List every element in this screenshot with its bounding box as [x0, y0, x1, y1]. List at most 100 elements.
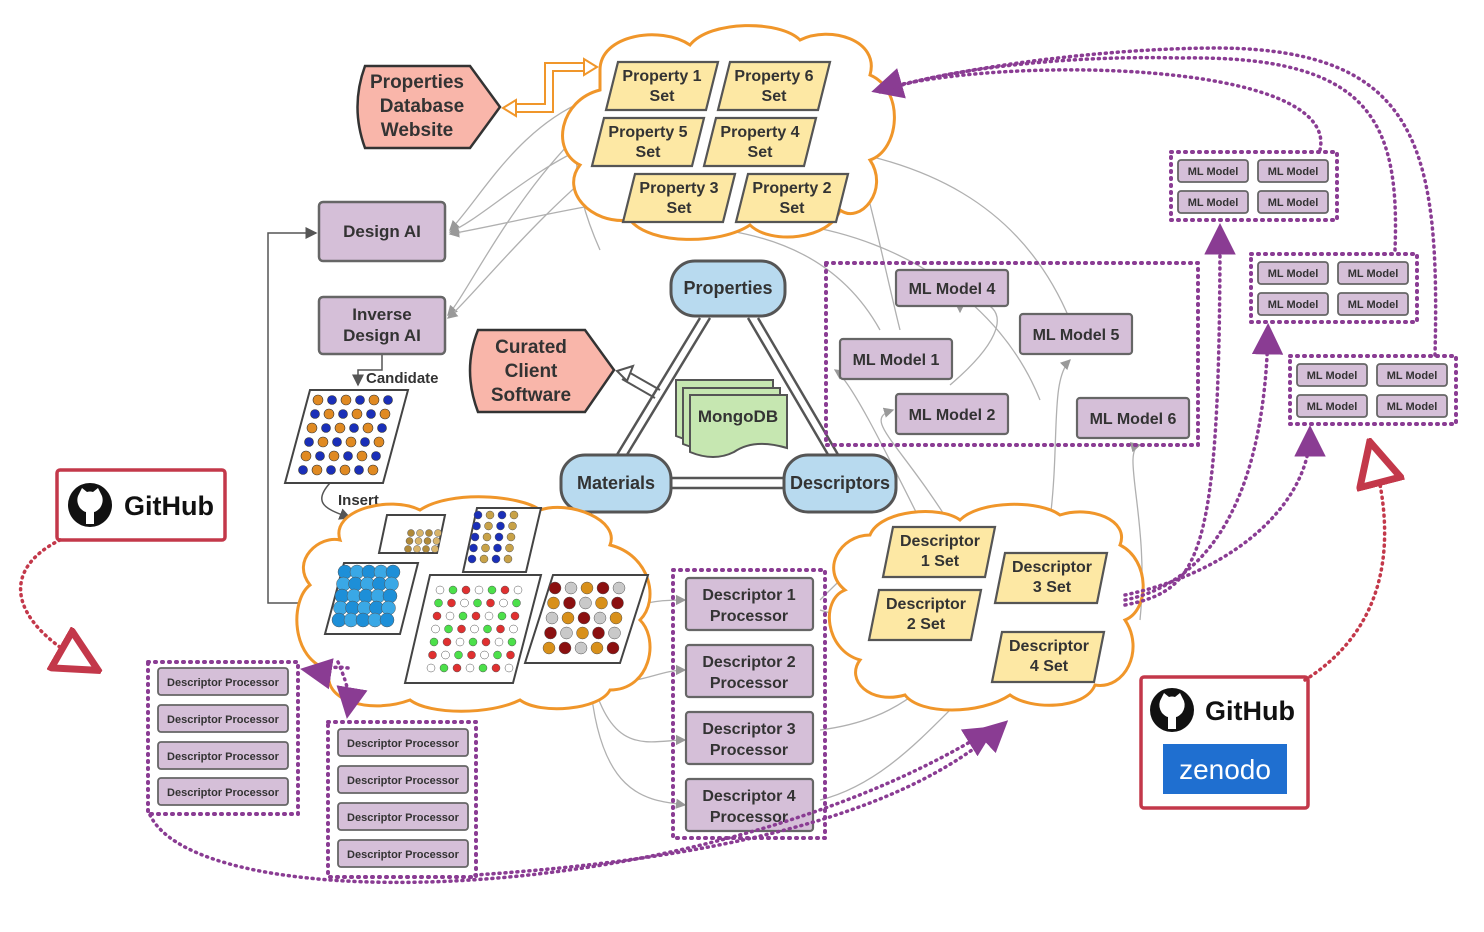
descriptor-set-line1: Descriptor	[1009, 638, 1089, 655]
descriptor-processor-small[interactable]: Descriptor Processor	[337, 802, 469, 831]
github-zenodo-badge[interactable]: GitHub zenodo	[1139, 675, 1310, 810]
ml-small-label: ML Model	[1188, 197, 1239, 209]
ml-model-node[interactable]: ML Model 4	[894, 268, 1010, 308]
design-ai-node[interactable]: Design AI	[317, 200, 447, 263]
github-left-badge[interactable]: GitHub	[55, 468, 227, 542]
ml-model-label: ML Model 5	[1033, 327, 1120, 344]
descriptor-processor-small-label: Descriptor Processor	[167, 751, 280, 763]
ml-model-node[interactable]: ML Model 5	[1018, 312, 1134, 356]
ml-small-label: ML Model	[1387, 370, 1438, 382]
zenodo-label: zenodo	[1179, 754, 1271, 785]
ml-small-item[interactable]: ML Model	[1296, 394, 1368, 418]
descriptor-set-line1: Descriptor	[886, 596, 966, 613]
property-set-line2: Set	[780, 200, 806, 217]
ml-small-group-1: ML Model ML Model ML Model ML Model	[1169, 150, 1339, 222]
property-set-line2: Set	[636, 144, 662, 161]
ml-model-node[interactable]: ML Model 2	[894, 392, 1010, 436]
descriptor-set-line2: 2 Set	[907, 616, 946, 633]
descriptor-processor-small[interactable]: Descriptor Processor	[337, 728, 469, 757]
descriptor-processor-line2: Processor	[710, 675, 788, 692]
mongodb-label: MongoDB	[698, 407, 778, 426]
descriptor-processor-small[interactable]: Descriptor Processor	[157, 777, 289, 806]
descriptor-set-line2: 4 Set	[1030, 658, 1069, 675]
property-set-line1: Property 2	[752, 180, 831, 197]
descriptors-core-label: Descriptors	[790, 473, 890, 493]
descriptor-set-4[interactable]: Descriptor 4 Set	[990, 630, 1106, 684]
ml-small-item[interactable]: ML Model	[1376, 363, 1448, 387]
descriptor-processor-small[interactable]: Descriptor Processor	[337, 839, 469, 868]
property-set-3[interactable]: Property 5 Set	[590, 116, 706, 168]
descriptor-processor-line2: Processor	[710, 742, 788, 759]
property-set-6[interactable]: Property 2 Set	[734, 172, 850, 224]
ml-small-item[interactable]: ML Model	[1257, 159, 1329, 183]
descriptor-processor-small[interactable]: Descriptor Processor	[337, 765, 469, 794]
github-left-label: GitHub	[124, 491, 214, 521]
descriptor-set-line2: 3 Set	[1033, 579, 1072, 596]
ml-small-item[interactable]: ML Model	[1257, 190, 1329, 214]
ml-model-node[interactable]: ML Model 6	[1075, 396, 1191, 440]
properties-website-line1: Properties	[370, 72, 464, 93]
descriptor-set-line2: 1 Set	[921, 553, 960, 570]
properties-website[interactable]: Properties Database Website	[356, 64, 502, 150]
ml-small-label: ML Model	[1348, 268, 1399, 280]
ml-small-label: ML Model	[1307, 370, 1358, 382]
descriptor-set-line1: Descriptor	[900, 533, 980, 550]
descriptor-set-3[interactable]: Descriptor 2 Set	[867, 588, 983, 642]
descriptor-set-2[interactable]: Descriptor 3 Set	[993, 551, 1109, 605]
property-set-line2: Set	[748, 144, 774, 161]
inverse-design-ai-node[interactable]: Inverse Design AI	[317, 295, 447, 356]
crystal-image-5	[523, 574, 650, 664]
property-set-line1: Property 1	[622, 68, 701, 85]
property-set-line1: Property 3	[639, 180, 718, 197]
descriptor-processor-small[interactable]: Descriptor Processor	[157, 741, 289, 770]
ml-small-label: ML Model	[1268, 268, 1319, 280]
properties-core-node[interactable]: Properties	[669, 259, 787, 318]
ml-small-item[interactable]: ML Model	[1337, 292, 1409, 316]
inverse-design-ai-line1: Inverse	[352, 305, 412, 324]
materials-core-node[interactable]: Materials	[559, 453, 673, 514]
descriptor-processor-small-label: Descriptor Processor	[167, 714, 280, 726]
materials-core-label: Materials	[577, 473, 655, 493]
descriptor-set-line1: Descriptor	[1012, 559, 1092, 576]
descriptor-processor-small-label: Descriptor Processor	[167, 787, 280, 799]
descriptor-set-1[interactable]: Descriptor 1 Set	[881, 525, 997, 579]
property-set-line1: Property 6	[734, 68, 813, 85]
curated-client-line3: Software	[491, 385, 571, 406]
ml-small-item[interactable]: ML Model	[1177, 159, 1249, 183]
property-set-line1: Property 5	[608, 124, 687, 141]
ml-small-item[interactable]: ML Model	[1257, 292, 1329, 316]
client-link-arrow	[615, 364, 661, 399]
ml-small-label: ML Model	[1268, 299, 1319, 311]
purple-dotted-flows	[148, 46, 1438, 885]
ml-model-label: ML Model 2	[909, 407, 996, 424]
github-left-arrow	[18, 538, 80, 660]
descriptors-core-node[interactable]: Descriptors	[782, 453, 898, 514]
curated-client-software[interactable]: Curated Client Software	[468, 328, 616, 414]
crystal-image-1	[377, 514, 447, 554]
ml-small-item[interactable]: ML Model	[1296, 363, 1368, 387]
descriptor-processor-small[interactable]: Descriptor Processor	[157, 704, 289, 733]
website-link-arrow	[501, 57, 599, 118]
candidate-label: Candidate	[366, 370, 439, 387]
ml-model-node[interactable]: ML Model 1	[838, 337, 954, 381]
ml-small-item[interactable]: ML Model	[1257, 261, 1329, 285]
ml-small-label: ML Model	[1268, 197, 1319, 209]
ml-small-item[interactable]: ML Model	[1177, 190, 1249, 214]
mongodb-node[interactable]: MongoDB	[675, 379, 788, 458]
ml-small-label: ML Model	[1387, 401, 1438, 413]
ml-small-item[interactable]: ML Model	[1337, 261, 1409, 285]
descriptor-processor-small[interactable]: Descriptor Processor	[157, 667, 289, 696]
ml-small-label: ML Model	[1188, 166, 1239, 178]
ml-small-item[interactable]: ML Model	[1376, 394, 1448, 418]
ml-small-label: ML Model	[1307, 401, 1358, 413]
crystal-image-2	[461, 507, 543, 573]
